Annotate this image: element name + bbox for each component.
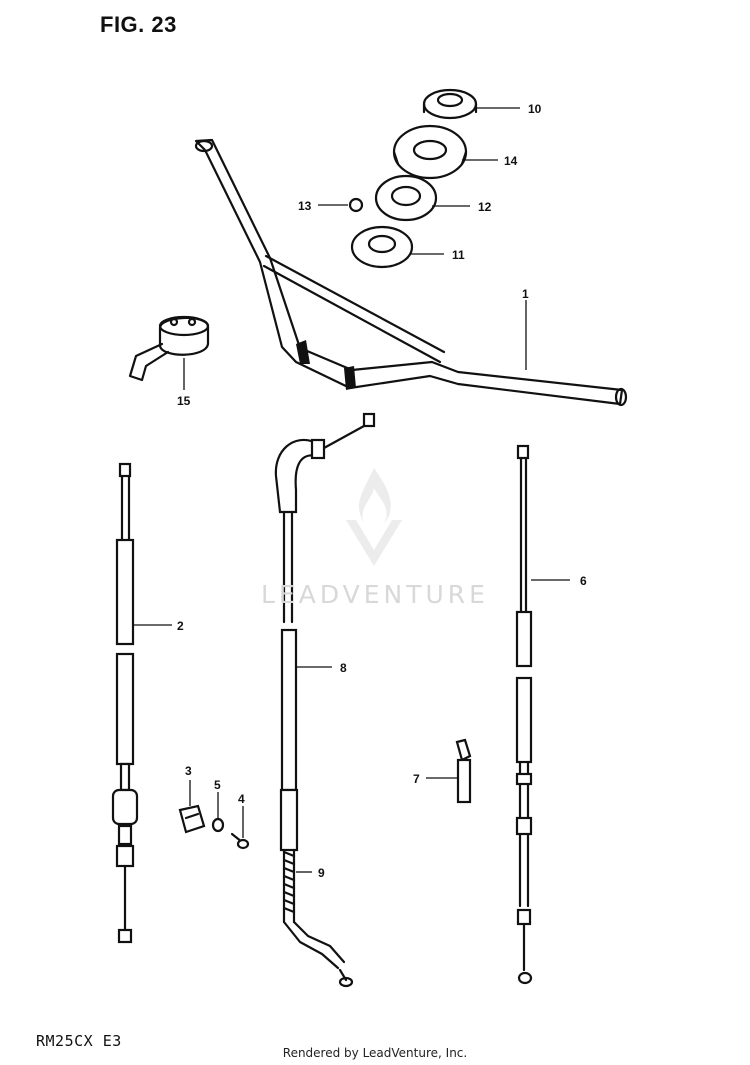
nut-5 [211, 817, 225, 833]
callout-12: 12 [478, 200, 492, 214]
callout-14: 14 [504, 154, 518, 168]
handlebar [194, 138, 628, 407]
model-code: RM25CX E3 [36, 1032, 122, 1050]
cushion-11 [350, 225, 414, 269]
callout-15: 15 [177, 394, 191, 408]
callout-11: 11 [452, 248, 465, 262]
callout-3: 3 [185, 764, 192, 778]
throttle-cable [274, 412, 376, 988]
figure-title: FIG. 23 [100, 12, 177, 37]
rubber-cushion-14 [392, 124, 468, 180]
callout-9: 9 [318, 866, 325, 880]
callout-7: 7 [413, 772, 420, 786]
callout-13: 13 [298, 199, 312, 213]
watermark-logo [346, 468, 402, 566]
callout-2: 2 [177, 619, 184, 633]
throttle-housing [128, 315, 210, 382]
clutch-cable [111, 462, 139, 944]
screw-4 [230, 832, 250, 850]
leader-lines [133, 107, 570, 873]
cable-adjuster-7 [455, 738, 472, 804]
handlebar-nut [422, 88, 478, 120]
watermark-text: LEADVENTURE [261, 580, 489, 609]
cable-6 [515, 444, 533, 985]
callout-4: 4 [238, 792, 245, 806]
cable-holder-3 [178, 804, 206, 834]
ball-13 [348, 197, 364, 213]
callout-5: 5 [214, 778, 221, 792]
callout-8: 8 [340, 661, 347, 675]
callout-10: 10 [528, 102, 542, 116]
callout-6: 6 [580, 574, 587, 588]
callout-1: 1 [522, 287, 529, 301]
washer-12 [374, 174, 438, 222]
footer-credit: Rendered by LeadVenture, Inc. [282, 1046, 468, 1060]
